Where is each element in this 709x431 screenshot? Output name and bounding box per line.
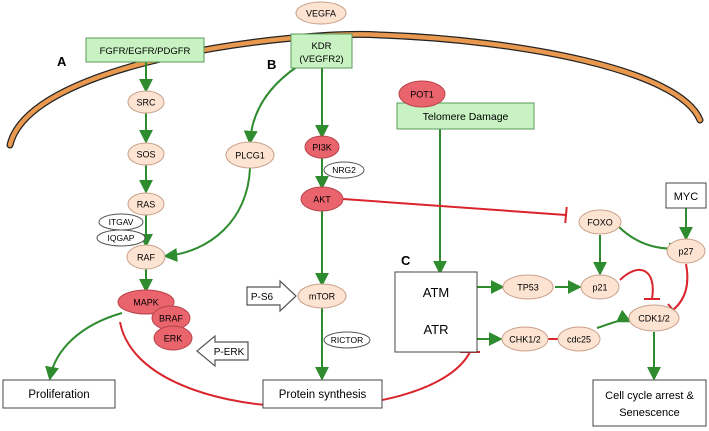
- svg-text:MYC: MYC: [674, 191, 699, 203]
- svg-text:RICTOR: RICTOR: [331, 335, 363, 345]
- node-src: SRC: [127, 90, 165, 114]
- svg-text:RAS: RAS: [137, 200, 156, 210]
- receptor-telomere-damage: Telomere Damage: [396, 102, 535, 130]
- perk-label: P-ERK: [214, 347, 245, 358]
- svg-text:SOS: SOS: [136, 150, 155, 160]
- svg-text:ATR: ATR: [423, 322, 448, 337]
- svg-text:RAF: RAF: [137, 253, 156, 263]
- svg-text:cdc25: cdc25: [567, 335, 591, 345]
- node-sos: SOS: [127, 142, 165, 166]
- node-itgav: ITGAV: [98, 213, 144, 231]
- svg-text:ERK: ERK: [164, 334, 183, 344]
- node-ras: RAS: [127, 192, 165, 216]
- receptor-kdr: KDR (VEGFR2): [290, 33, 353, 69]
- node-foxo: FOXO: [578, 209, 622, 235]
- edge-p27-cdk: [672, 263, 689, 311]
- nodes: VEGFA SRC SOS RAS RAF PLCG1 PI3K AKT: [117, 1, 706, 352]
- svg-text:TP53: TP53: [517, 283, 539, 293]
- svg-text:Proliferation: Proliferation: [28, 389, 89, 401]
- node-p27: p27: [666, 238, 706, 264]
- svg-text:(VEGFR2): (VEGFR2): [299, 54, 343, 65]
- svg-text:FGFR/EGFR/PDGFR: FGFR/EGFR/PDGFR: [100, 46, 191, 57]
- node-pot1: POT1: [398, 80, 446, 108]
- cell-membrane: [6, 31, 704, 149]
- svg-text:CHK1/2: CHK1/2: [509, 335, 541, 345]
- svg-text:p21: p21: [592, 283, 607, 293]
- panel-label-b: B: [267, 57, 276, 72]
- node-erk: ERK: [153, 325, 193, 351]
- edge-p21-cdk: [619, 269, 654, 300]
- perk-arrow: P-ERK: [196, 334, 249, 368]
- node-chk12: CHK1/2: [501, 326, 549, 352]
- ps6-arrow: P-S6: [246, 279, 297, 313]
- edge-cdc25-cdk: [596, 309, 632, 329]
- svg-text:BRAF: BRAF: [159, 314, 184, 324]
- node-tp53: TP53: [502, 274, 554, 300]
- svg-text:PLCG1: PLCG1: [235, 151, 265, 161]
- edge-kdr-plcg1: [243, 65, 299, 145]
- edge-akt-foxo-bar: [564, 206, 568, 224]
- svg-text:VEGFA: VEGFA: [306, 9, 336, 19]
- svg-text:NRG2: NRG2: [332, 165, 356, 175]
- node-vegfa: VEGFA: [295, 1, 347, 25]
- svg-text:p27: p27: [678, 247, 693, 257]
- node-p21: p21: [580, 274, 620, 300]
- box-protein-synthesis: Protein synthesis: [262, 379, 383, 409]
- svg-text:mTOR: mTOR: [309, 292, 336, 302]
- svg-text:MAPK: MAPK: [133, 298, 159, 308]
- node-cdc25: cdc25: [557, 326, 601, 352]
- receptor-fgfr: FGFR/EGFR/PDGFR: [85, 37, 205, 63]
- activation-edges: [45, 62, 693, 381]
- panel-label-a: A: [57, 54, 67, 69]
- ps6-label: P-S6: [251, 292, 274, 303]
- svg-text:PI3K: PI3K: [312, 143, 332, 153]
- node-rictor: RICTOR: [323, 331, 371, 349]
- svg-text:FOXO: FOXO: [587, 218, 613, 228]
- edge-mapk-proliferation: [45, 312, 123, 381]
- svg-text:CDK1/2: CDK1/2: [638, 314, 670, 324]
- node-pi3k: PI3K: [304, 135, 340, 159]
- svg-text:KDR: KDR: [311, 41, 331, 52]
- box-atm-atr: ATM ATR: [394, 271, 478, 353]
- box-myc: MYC: [665, 182, 707, 209]
- box-proliferation: Proliferation: [2, 379, 116, 409]
- svg-text:SRC: SRC: [136, 98, 156, 108]
- svg-text:ATM: ATM: [423, 285, 449, 300]
- svg-text:Cell cycle arrest &: Cell cycle arrest &: [605, 390, 694, 402]
- edge-plcg1-raf: [163, 167, 251, 262]
- svg-text:Senescence: Senescence: [619, 407, 680, 419]
- node-cdk12: CDK1/2: [628, 304, 680, 332]
- box-cell-cycle-arrest: Cell cycle arrest & Senescence: [592, 379, 707, 427]
- node-raf: RAF: [126, 244, 166, 270]
- panel-label-c: C: [401, 253, 411, 268]
- svg-text:AKT: AKT: [313, 195, 331, 205]
- node-iqgap: IQGAP: [96, 229, 146, 247]
- svg-text:Protein synthesis: Protein synthesis: [279, 389, 367, 401]
- node-nrg2: NRG2: [323, 161, 365, 179]
- node-mtor: mTOR: [297, 283, 347, 309]
- modifier-nodes: ITGAV IQGAP NRG2 RICTOR: [96, 161, 371, 349]
- node-akt: AKT: [300, 186, 344, 212]
- edge-akt-foxo: [342, 198, 567, 216]
- svg-text:IQGAP: IQGAP: [108, 233, 135, 243]
- svg-text:POT1: POT1: [410, 90, 434, 100]
- node-plcg1: PLCG1: [225, 141, 275, 169]
- svg-text:ITGAV: ITGAV: [109, 217, 134, 227]
- svg-text:Telomere Damage: Telomere Damage: [423, 111, 509, 123]
